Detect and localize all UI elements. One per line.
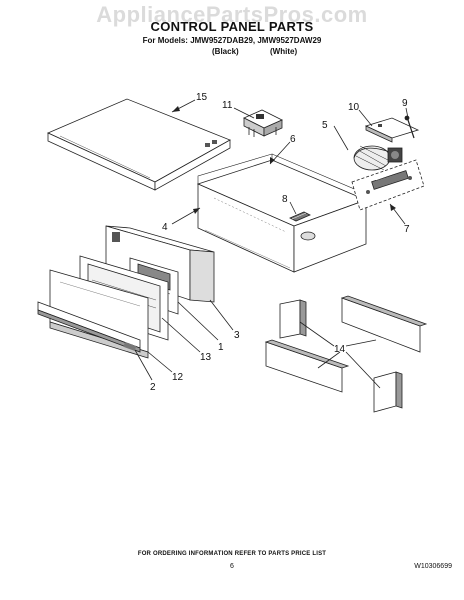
callout-5: 5	[322, 120, 328, 131]
page-number: 6	[230, 563, 234, 570]
model-numbers: For Models: JMW9527DAB29, JMW9527DAW29	[142, 36, 322, 45]
callout-4: 4	[162, 222, 168, 233]
callout-7: 7	[404, 224, 410, 235]
callout-15: 15	[196, 92, 208, 103]
callout-10: 10	[348, 102, 360, 113]
part-terminal-block	[351, 159, 425, 211]
callout-3: 3	[234, 330, 240, 341]
part-sensor	[289, 211, 311, 222]
callout-8: 8	[282, 194, 288, 205]
watermark: AppliancePartsPros.com	[96, 2, 368, 27]
callout-labels: 15 11 10 9 5 6 8 4 7 3 1 13 12 2 14	[150, 92, 410, 393]
part-chassis	[196, 153, 368, 273]
callout-11: 11	[222, 100, 233, 111]
callout-13: 13	[200, 352, 212, 363]
variant-black: (Black)	[212, 47, 239, 56]
part-trim-strip	[37, 301, 141, 353]
callout-9: 9	[402, 98, 408, 109]
callout-6: 6	[290, 134, 296, 145]
part-blower	[353, 145, 403, 171]
leader-arrowheads	[172, 106, 396, 214]
part-top-cover	[47, 98, 231, 191]
part-side-trims	[264, 295, 428, 413]
part-bracket	[364, 117, 420, 143]
part-switch	[243, 109, 283, 137]
variant-white: (White)	[270, 47, 298, 56]
ordering-note: FOR ORDERING INFORMATION REFER TO PARTS …	[137, 551, 327, 557]
callout-1: 1	[218, 342, 224, 353]
page-title: CONTROL PANEL PARTS	[150, 19, 314, 34]
callout-2: 2	[150, 382, 156, 393]
callout-14: 14	[334, 344, 346, 355]
document-id: W10306699	[414, 563, 452, 570]
callout-12: 12	[172, 372, 184, 383]
